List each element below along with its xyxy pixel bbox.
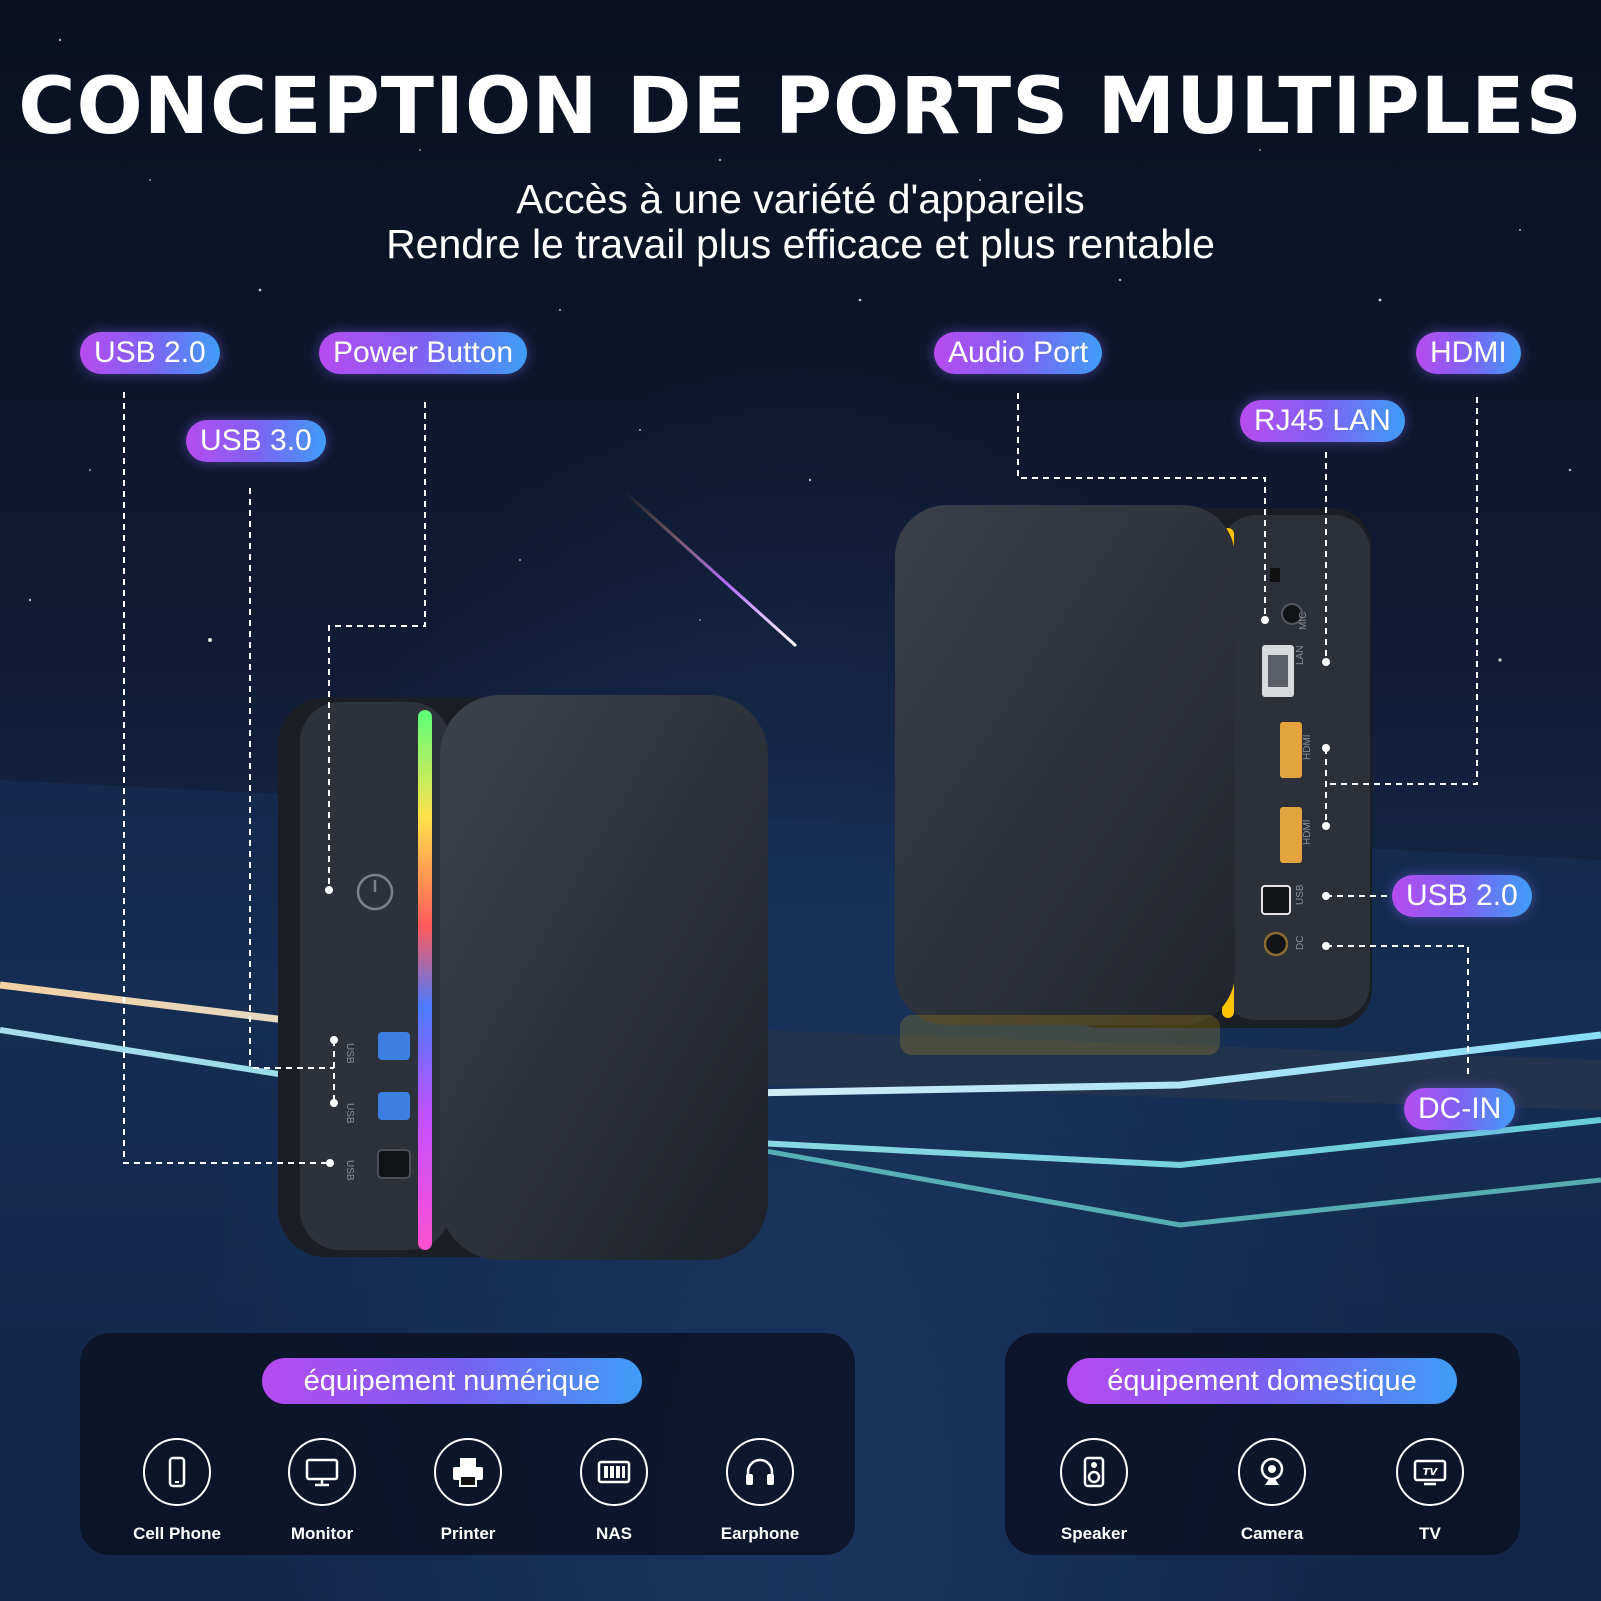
svg-text:USB: USB <box>344 1103 355 1124</box>
callout-power-button: Power Button <box>319 332 528 374</box>
device-camera: Camera <box>1212 1438 1332 1544</box>
page-title: CONCEPTION DE PORTS MULTIPLES <box>18 62 1583 152</box>
svg-text:DC: DC <box>1295 936 1306 950</box>
subtitle-line-1: Accès à une variété d'appareils <box>516 176 1085 222</box>
svg-text:USB: USB <box>1295 884 1306 905</box>
glow-line-bottom <box>759 1147 1601 1228</box>
hdmi-port-upper <box>1280 722 1302 778</box>
dc-in-port <box>1263 931 1289 957</box>
nas-icon <box>597 1460 631 1484</box>
shooting-star <box>623 490 797 647</box>
digital-equipment-panel: équipement numérique Cell Phone Monitor … <box>80 1333 855 1555</box>
phone-icon <box>168 1456 186 1488</box>
svg-text:HDMI: HDMI <box>1302 734 1313 760</box>
callout-usb30: USB 3.0 <box>186 420 326 462</box>
svg-text:MIC: MIC <box>1298 612 1309 630</box>
callout-lines <box>123 392 1478 1164</box>
callout-usb20-left: USB 2.0 <box>80 332 220 374</box>
usb30-port-upper <box>378 1032 410 1060</box>
device-speaker: Speaker <box>1034 1438 1154 1544</box>
callout-dots <box>325 616 1330 1167</box>
subtitle-line-2: Rendre le travail plus efficace et plus … <box>386 221 1215 267</box>
monitor-icon <box>305 1458 339 1487</box>
callout-rj45-lan: RJ45 LAN <box>1240 400 1405 442</box>
digital-equipment-title: équipement numérique <box>262 1358 642 1404</box>
webcam-icon <box>1260 1457 1284 1485</box>
hdmi-port-lower <box>1280 807 1302 863</box>
printer-icon <box>453 1458 483 1487</box>
svg-text:LAN: LAN <box>1295 646 1306 665</box>
callout-audio-port: Audio Port <box>934 332 1103 374</box>
speaker-icon <box>1083 1456 1105 1488</box>
device-nas: NAS <box>554 1438 674 1544</box>
svg-text:TV: TV <box>1423 1467 1439 1478</box>
home-equipment-panel: équipement domestique Speaker Camera TV … <box>1005 1333 1520 1555</box>
device-printer: Printer <box>408 1438 528 1544</box>
device-monitor: Monitor <box>262 1438 382 1544</box>
home-equipment-title: équipement domestique <box>1067 1358 1457 1404</box>
svg-text:USB: USB <box>344 1043 355 1064</box>
usb20-port-left <box>377 1149 411 1179</box>
callout-hdmi: HDMI <box>1416 332 1521 374</box>
svg-text:USB: USB <box>344 1160 355 1181</box>
audio-jack <box>1281 603 1303 625</box>
usb30-port-lower <box>378 1092 410 1120</box>
headphones-icon <box>746 1458 774 1485</box>
device-tv: TV TV <box>1370 1438 1490 1544</box>
svg-text:HDMI: HDMI <box>1302 819 1313 845</box>
power-button-icon <box>356 873 394 911</box>
device-earphone: Earphone <box>700 1438 820 1544</box>
right-mini-pc: LAN HDMI HDMI USB DC MIC <box>895 505 1372 1055</box>
tv-icon: TV <box>1413 1459 1447 1486</box>
device-cell-phone: Cell Phone <box>117 1438 237 1544</box>
left-mini-pc: USB USB USB <box>278 695 768 1260</box>
starfield <box>28 38 1572 662</box>
callout-usb20-right: USB 2.0 <box>1392 875 1532 917</box>
callout-dc-in: DC-IN <box>1404 1088 1516 1130</box>
usb20-port-right <box>1261 885 1291 915</box>
